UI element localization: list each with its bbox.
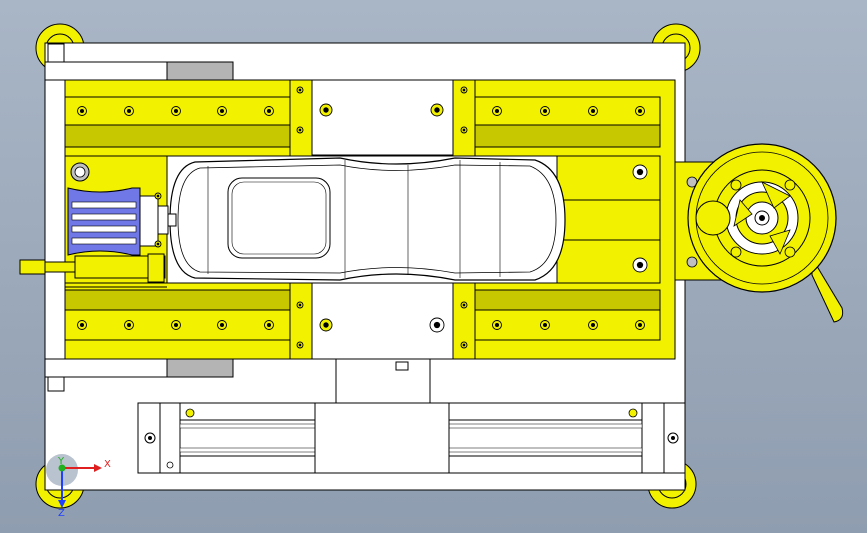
bolt-socket: [542, 108, 548, 114]
center-clamp-block-bottom: [311, 282, 454, 360]
top-rail-gray: [166, 61, 234, 81]
x-axis-label: X: [104, 459, 111, 470]
handwheel-lever[interactable]: [811, 256, 844, 323]
bottom-rail-gray: [166, 358, 234, 378]
handwheel[interactable]: [687, 143, 844, 323]
left-push-rod: [19, 259, 46, 275]
bolt-socket: [219, 322, 225, 328]
left-end-post-top: [47, 43, 65, 63]
bolt-socket: [433, 321, 441, 329]
bolt-socket: [126, 322, 132, 328]
bolt-socket: [590, 322, 596, 328]
lower-right-rail-shadow: [474, 289, 661, 311]
bolt-socket: [266, 108, 272, 114]
bolt-socket: [126, 108, 132, 114]
bolt-socket: [637, 322, 643, 328]
cylinder-mount-block: [335, 358, 431, 404]
left-end-post-bottom: [47, 376, 65, 392]
bolt-socket: [298, 343, 302, 347]
bolt-socket: [462, 128, 466, 132]
bolt-socket: [298, 128, 302, 132]
cylinder-piston-block: [314, 402, 450, 474]
bolt-socket: [462, 303, 466, 307]
top-rail-white: [44, 61, 168, 81]
y-axis-dot: [58, 464, 66, 472]
bottle-workpiece: [169, 157, 566, 281]
bolt-socket: [494, 322, 500, 328]
bolt-socket: [590, 108, 596, 114]
bolt-socket: [462, 343, 466, 347]
bolt-socket: [636, 261, 644, 269]
bolt-socket: [323, 107, 329, 113]
upper-left-rail-shadow: [64, 124, 291, 148]
lower-left-rail-shadow: [64, 289, 291, 311]
left-end-block: [44, 79, 66, 360]
bolt-socket: [323, 322, 329, 328]
bolt-socket: [298, 303, 302, 307]
lower-right-bolt-strip: [474, 309, 661, 341]
bolt-socket: [173, 108, 179, 114]
bolt-socket: [542, 322, 548, 328]
center-clamp-block-top: [311, 79, 454, 156]
bolt-socket: [636, 168, 644, 176]
bolt-socket: [462, 88, 466, 92]
bolt-socket: [219, 108, 225, 114]
bolt-socket: [156, 194, 160, 198]
bolt-socket: [173, 322, 179, 328]
handwheel-knob[interactable]: [695, 200, 731, 236]
bolt-pattern: [77, 86, 648, 349]
bolt-socket: [494, 108, 500, 114]
z-axis-label: Z: [58, 508, 65, 519]
bottom-rail-white: [44, 358, 168, 378]
y-axis-label: Y: [57, 456, 65, 467]
bolt-socket: [79, 322, 85, 328]
bolt-socket: [298, 88, 302, 92]
upper-right-bolt-strip: [474, 96, 661, 126]
bolt-socket: [79, 108, 85, 114]
axis-triad: X Y Z: [46, 454, 111, 519]
bolt-socket: [266, 322, 272, 328]
upper-right-rail-shadow: [474, 124, 661, 148]
bolt-socket: [434, 107, 440, 113]
bolt-socket: [637, 108, 643, 114]
blue-gripper-part: [67, 187, 177, 256]
bolt-socket: [156, 242, 160, 246]
